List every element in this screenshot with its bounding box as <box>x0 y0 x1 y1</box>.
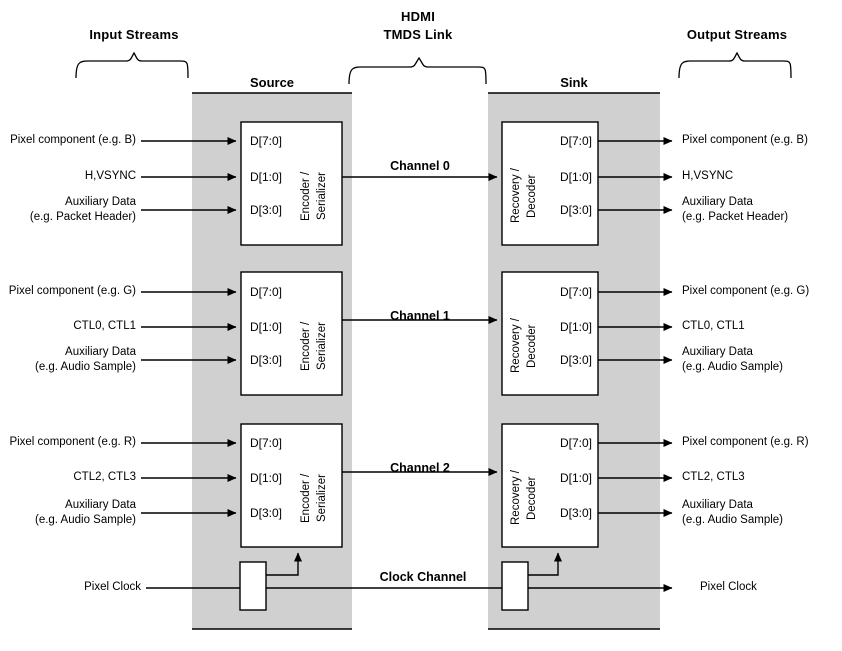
channel-0-label: Channel 0 <box>390 159 450 173</box>
channel-1-output-2-label-line2: (e.g. Audio Sample) <box>682 361 784 373</box>
channel-2-label: Channel 2 <box>390 461 450 475</box>
output-streams-brace <box>678 51 792 79</box>
source-encoder-block-2 <box>240 423 343 548</box>
hdmi-link-brace <box>348 56 487 85</box>
channel-2-source-pin-0: D[7:0] <box>250 436 283 450</box>
channel-0-output-1-label: H,VSYNC <box>682 170 734 182</box>
channel-1-group <box>141 271 673 396</box>
channel-1-output-0-label: Pixel component (e.g. G) <box>682 285 810 297</box>
source-encoder-block-0 <box>240 121 343 246</box>
header-hdmi-line2: TMDS Link <box>383 27 453 42</box>
channel-0-source-pin-0: D[7:0] <box>250 134 283 148</box>
channel-0-output-0-label: Pixel component (e.g. B) <box>682 134 808 146</box>
clock-input-label: Pixel Clock <box>84 581 141 593</box>
channel-0-input-2-label-line1: Auxiliary Data <box>65 196 136 208</box>
channel-2-output-2-label-line2: (e.g. Audio Sample) <box>682 514 784 526</box>
source-encoder-label-1-line2: Serializer <box>316 322 328 370</box>
channel-0-output-2-label-line1: Auxiliary Data <box>682 196 753 208</box>
channel-2-input-2-label-line1: Auxiliary Data <box>65 499 136 511</box>
channel-0-sink-pin-0: D[7:0] <box>559 134 592 148</box>
source-encoder-label-0-line2: Serializer <box>316 172 328 220</box>
channel-2-input-1-label: CTL2, CTL3 <box>73 471 136 483</box>
channel-2-sink-pin-1: D[1:0] <box>559 471 592 485</box>
channel-1-input-2-label-line2: (e.g. Audio Sample) <box>34 361 136 373</box>
channel-0-output-2-label-line2: (e.g. Packet Header) <box>682 211 789 223</box>
source-encoder-block-1 <box>240 271 343 396</box>
clock-output-label: Pixel Clock <box>700 581 757 593</box>
channel-2-sink-pin-2: D[3:0] <box>559 506 592 520</box>
source-encoder-label-2-line1: Encoder / <box>300 473 312 523</box>
channel-2-input-0-label: Pixel component (e.g. R) <box>9 436 136 448</box>
clock-channel-label: Clock Channel <box>379 570 467 584</box>
channel-0-source-pin-1: D[1:0] <box>250 170 283 184</box>
channel-1-source-pin-2: D[3:0] <box>250 353 283 367</box>
sink-decoder-block-2 <box>501 423 599 548</box>
channel-1-label: Channel 1 <box>390 309 450 323</box>
channel-2-group <box>141 423 673 548</box>
channel-2-output-1-label: CTL2, CTL3 <box>682 471 745 483</box>
channel-2-source-pin-1: D[1:0] <box>250 471 283 485</box>
clock-channel-group <box>146 552 673 611</box>
sink-decoder-block-1 <box>501 271 599 396</box>
source-title: Source <box>249 75 295 90</box>
channel-0-input-2-label-line2: (e.g. Packet Header) <box>29 211 136 223</box>
source-encoder-label-1-line1: Encoder / <box>300 321 312 371</box>
channel-2-input-2-label-line2: (e.g. Audio Sample) <box>34 514 136 526</box>
sink-clock-buffer <box>501 561 529 611</box>
header-hdmi-line1: HDMI <box>400 9 436 24</box>
sink-decoder-label-2-line2: Decoder <box>526 476 538 520</box>
channel-0-sink-pin-2: D[3:0] <box>559 203 592 217</box>
sink-decoder-label-1-line1: Recovery / <box>510 318 522 374</box>
channel-0-group <box>141 121 673 246</box>
channel-1-input-1-label: CTL0, CTL1 <box>73 320 136 332</box>
sink-decoder-label-0-line1: Recovery / <box>510 168 522 224</box>
channel-1-sink-pin-0: D[7:0] <box>559 285 592 299</box>
channel-1-input-2-label-line1: Auxiliary Data <box>65 346 136 358</box>
sink-decoder-label-0-line2: Decoder <box>526 174 538 218</box>
sink-decoder-label-1-line2: Decoder <box>526 324 538 368</box>
channel-1-output-1-label: CTL0, CTL1 <box>682 320 745 332</box>
sink-decoder-label-2-line1: Recovery / <box>510 470 522 526</box>
channel-2-output-0-label: Pixel component (e.g. R) <box>682 436 809 448</box>
source-encoder-label-2-line2: Serializer <box>316 474 328 522</box>
channel-2-sink-pin-0: D[7:0] <box>559 436 592 450</box>
channel-2-source-pin-2: D[3:0] <box>250 506 283 520</box>
channel-0-sink-pin-1: D[1:0] <box>559 170 592 184</box>
channel-1-sink-pin-1: D[1:0] <box>559 320 592 334</box>
source-encoder-label-0-line1: Encoder / <box>300 171 312 221</box>
channel-1-source-pin-1: D[1:0] <box>250 320 283 334</box>
channel-1-output-2-label-line1: Auxiliary Data <box>682 346 753 358</box>
channel-0-source-pin-2: D[3:0] <box>250 203 283 217</box>
channel-1-input-0-label: Pixel component (e.g. G) <box>8 285 136 297</box>
channel-0-input-1-label: H,VSYNC <box>84 170 136 182</box>
sink-title: Sink <box>560 75 588 90</box>
source-clock-buffer <box>239 561 267 611</box>
channel-1-source-pin-0: D[7:0] <box>250 285 283 299</box>
header-output-streams: Output Streams <box>686 27 788 42</box>
channel-1-sink-pin-2: D[3:0] <box>559 353 592 367</box>
header-input-streams: Input Streams <box>89 27 179 42</box>
channel-2-output-2-label-line1: Auxiliary Data <box>682 499 753 511</box>
sink-decoder-block-0 <box>501 121 599 246</box>
channel-0-input-0-label: Pixel component (e.g. B) <box>10 134 136 146</box>
input-streams-brace <box>75 51 189 79</box>
